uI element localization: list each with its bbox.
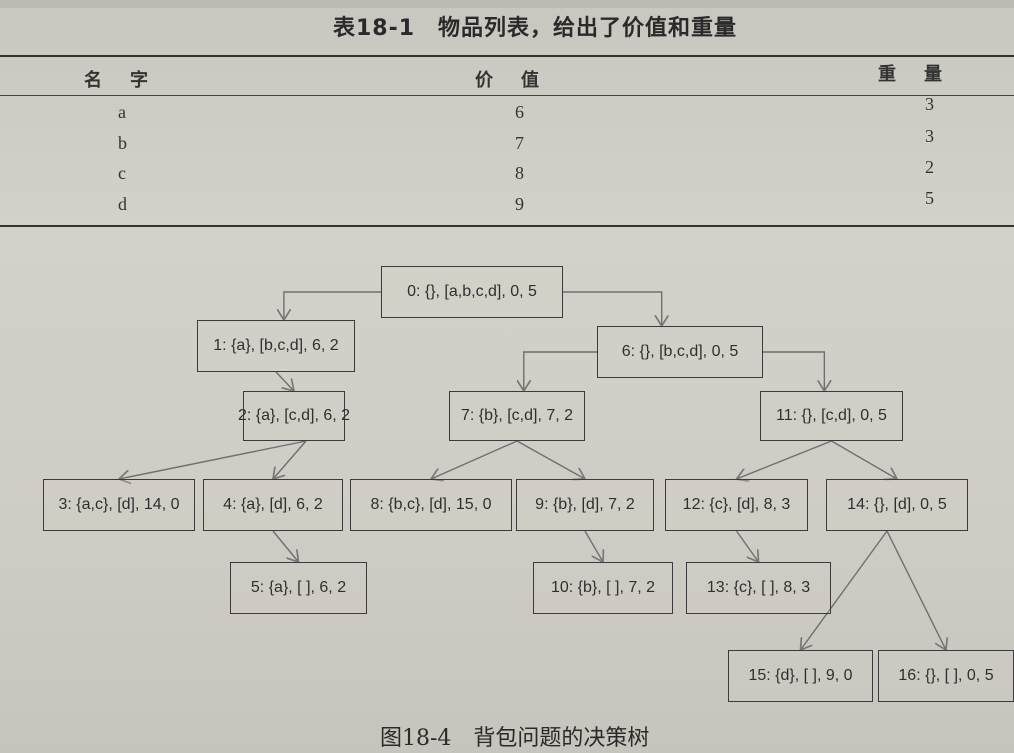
table-cell-value: 9 [515,194,524,214]
tree-edge-6-11 [763,351,824,391]
table-cell-weight: 3 [925,126,934,146]
figure-caption: 图18-4 背包问题的决策树 [380,726,650,751]
table-bottom-rule [0,225,1014,227]
table-cell-value: 6 [515,102,524,122]
tree-edge-7-9 [516,440,585,479]
table-cell-weight: 5 [925,188,934,208]
table-cell-name: b [118,133,127,153]
tree-node-6: 6: {}, [b,c,d], 0, 5 [597,326,763,378]
table-caption: 表18-1 物品列表，给出了价值和重量 [332,16,738,41]
tree-node-10: 10: {b}, [ ], 7, 2 [533,562,673,614]
header-name: 名字 [84,70,176,91]
tree-node-16: 16: {}, [ ], 0, 5 [878,650,1014,702]
tree-node-15: 15: {d}, [ ], 9, 0 [728,650,873,702]
table-cell-name: a [118,102,126,122]
table-cell-weight: 2 [925,157,934,177]
header-weight: 重量 [878,64,970,85]
tree-node-14: 14: {}, [d], 0, 5 [826,479,968,531]
tree-node-3: 3: {a,c}, [d], 14, 0 [43,479,195,531]
table-cell-name: d [118,194,127,214]
page-edge [0,0,1014,8]
table-cell-weight: 3 [925,94,934,114]
tree-edge-7-8 [431,440,518,479]
tree-edge-14-15 [801,530,888,650]
tree-node-2: 2: {a}, [c,d], 6, 2 [238,391,350,441]
table-cell-value: 7 [515,133,524,153]
tree-edge-0-1 [284,291,381,320]
tree-edge-12-13 [735,530,759,562]
tree-edge-2-3 [119,440,307,479]
tree-edge-4-5 [272,530,299,562]
tree-node-13: 13: {c}, [ ], 8, 3 [686,562,831,614]
tree-node-1: 1: {a}, [b,c,d], 6, 2 [197,320,355,372]
tree-node-5: 5: {a}, [ ], 6, 2 [230,562,367,614]
tree-node-0: 0: {}, [a,b,c,d], 0, 5 [381,266,563,318]
tree-edge-11-12 [737,440,832,479]
tree-edge-1-2 [275,371,294,391]
tree-edge-6-7 [524,351,597,391]
tree-edge-2-4 [273,440,307,479]
tree-edge-0-6 [563,291,662,326]
tree-edge-9-10 [584,530,603,562]
tree-node-9: 9: {b}, [d], 7, 2 [516,479,654,531]
tree-node-8: 8: {b,c}, [d], 15, 0 [350,479,512,531]
table-header-rule [0,95,1014,96]
tree-node-11: 11: {}, [c,d], 0, 5 [760,391,903,441]
table-cell-value: 8 [515,163,524,183]
tree-edge-11-14 [831,440,898,479]
tree-edge-14-16 [886,530,946,650]
table-top-rule [0,55,1014,57]
header-value: 价值 [475,70,567,91]
table-cell-name: c [118,163,126,183]
tree-node-12: 12: {c}, [d], 8, 3 [665,479,808,531]
tree-node-4: 4: {a}, [d], 6, 2 [203,479,343,531]
tree-node-7: 7: {b}, [c,d], 7, 2 [449,391,585,441]
